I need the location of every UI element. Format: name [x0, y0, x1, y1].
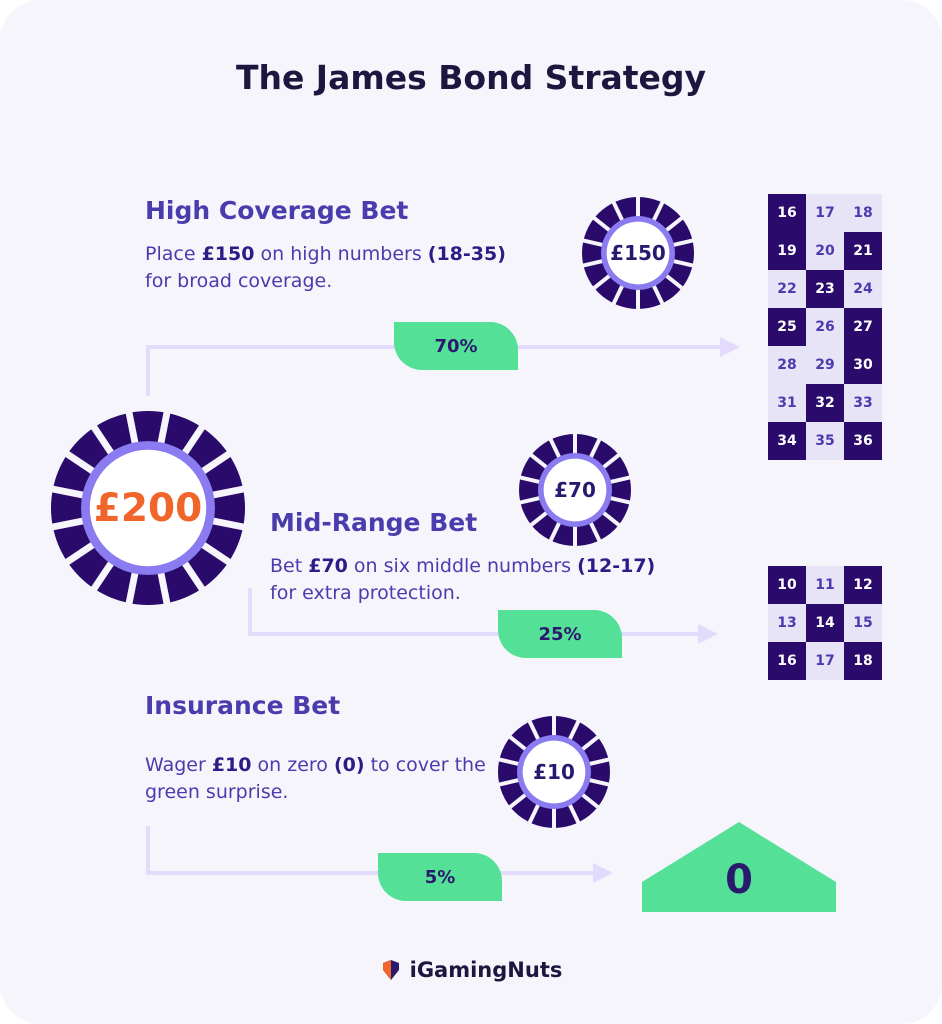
zero-number: 0	[725, 857, 753, 903]
high-cell-31: 31	[768, 384, 806, 422]
high-cell-33: 33	[844, 384, 882, 422]
high-coverage-chip-amount: £150	[610, 241, 666, 265]
bankroll-chip	[50, 410, 246, 606]
arrow-head-high	[720, 337, 740, 357]
mid-range-percent: 25%	[498, 610, 622, 658]
high-cell-19: 19	[768, 232, 806, 270]
insurance-chip-amount: £10	[533, 760, 575, 784]
bankroll-amount: £200	[93, 485, 203, 531]
mid-range-chip	[518, 433, 632, 547]
high-coverage-percent: 70%	[394, 322, 518, 370]
high-cell-22: 22	[768, 270, 806, 308]
high-cell-16: 16	[768, 194, 806, 232]
shield-heart-icon	[382, 960, 399, 980]
mid-cell-18: 18	[844, 642, 882, 680]
mid-cell-16: 16	[768, 642, 806, 680]
mid-cell-13: 13	[768, 604, 806, 642]
high-cell-20: 20	[806, 232, 844, 270]
mid-cell-10: 10	[768, 566, 806, 604]
arrow-line-high	[146, 345, 724, 396]
insurance-description: Wager £10 on zero (0) to cover the green…	[145, 754, 486, 803]
high-cell-34: 34	[768, 422, 806, 460]
insurance-chip	[497, 715, 611, 829]
high-cell-18: 18	[844, 194, 882, 232]
high-cell-21: 21	[844, 232, 882, 270]
high-cell-29: 29	[806, 346, 844, 384]
mid-cell-17: 17	[806, 642, 844, 680]
high-cell-26: 26	[806, 308, 844, 346]
mid-cell-14: 14	[806, 604, 844, 642]
high-cell-28: 28	[768, 346, 806, 384]
mid-cell-11: 11	[806, 566, 844, 604]
high-coverage-description: Place £150 on high numbers (18-35) for b…	[145, 243, 506, 292]
brand-name: iGamingNuts	[409, 958, 563, 982]
page-title: The James Bond Strategy	[235, 58, 707, 97]
high-coverage-heading: High Coverage Bet	[145, 196, 409, 225]
high-coverage-chip	[581, 196, 695, 310]
high-cell-35: 35	[806, 422, 844, 460]
high-cell-36: 36	[844, 422, 882, 460]
zero-pocket	[642, 822, 836, 912]
high-cell-25: 25	[768, 308, 806, 346]
high-cell-27: 27	[844, 308, 882, 346]
high-cell-23: 23	[806, 270, 844, 308]
insurance-heading: Insurance Bet	[145, 691, 341, 720]
high-cell-30: 30	[844, 346, 882, 384]
high-cell-32: 32	[806, 384, 844, 422]
mid-range-heading: Mid-Range Bet	[270, 508, 478, 537]
arrow-line-insurance	[146, 826, 597, 875]
high-cell-17: 17	[806, 194, 844, 232]
arrow-head-mid	[698, 624, 718, 644]
brand-footer: iGamingNuts	[0, 958, 942, 982]
mid-cell-15: 15	[844, 604, 882, 642]
insurance-percent: 5%	[378, 853, 502, 901]
high-cell-24: 24	[844, 270, 882, 308]
mid-range-description: Bet £70 on six middle numbers (12-17) fo…	[270, 555, 656, 604]
mid-cell-12: 12	[844, 566, 882, 604]
arrow-head-insurance	[593, 863, 613, 883]
mid-range-chip-amount: £70	[554, 478, 596, 502]
